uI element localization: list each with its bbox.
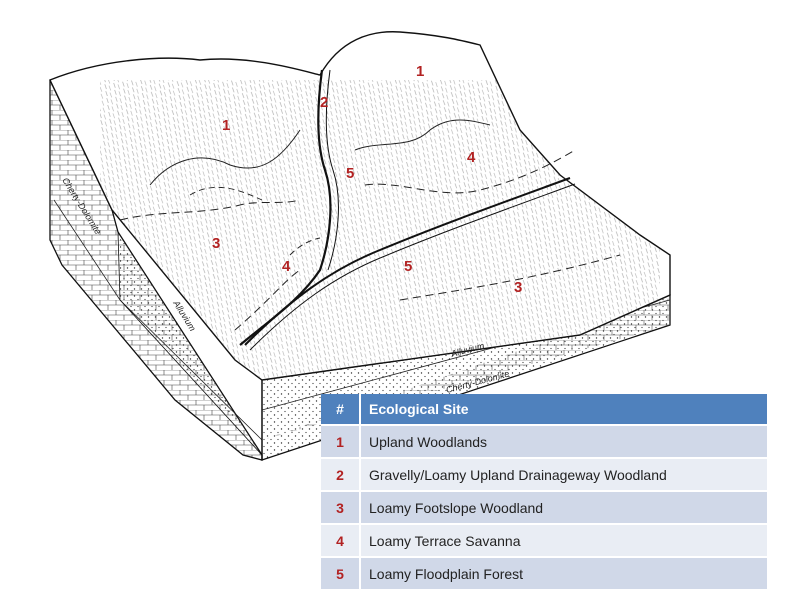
- legend-row-site: Upland Woodlands: [360, 424, 767, 458]
- legend-row-site: Gravelly/Loamy Upland Drainageway Woodla…: [360, 457, 767, 491]
- legend-row-number: 4: [321, 523, 361, 557]
- legend-header-row: # Ecological Site: [321, 394, 767, 425]
- legend-row: 1 Upland Woodlands: [321, 424, 767, 458]
- site-label: 4: [282, 258, 291, 275]
- site-label: 1: [222, 117, 230, 134]
- site-labels: 1 1 2 3 3 4 4 5 5: [212, 63, 522, 296]
- legend-row-number: 3: [321, 490, 361, 524]
- ecological-site-legend: # Ecological Site 1 Upland Woodlands 2 G…: [321, 394, 767, 589]
- legend-row: 2 Gravelly/Loamy Upland Drainageway Wood…: [321, 457, 767, 491]
- site-label: 5: [346, 165, 354, 182]
- site-label: 5: [404, 258, 412, 275]
- legend-row-site: Loamy Floodplain Forest: [360, 556, 767, 589]
- legend-row-site: Loamy Terrace Savanna: [360, 523, 767, 557]
- legend-row-number: 1: [321, 424, 361, 458]
- site-label: 3: [212, 235, 220, 252]
- legend-row: 4 Loamy Terrace Savanna: [321, 523, 767, 557]
- site-label: 4: [467, 149, 476, 166]
- legend-row-number: 5: [321, 556, 361, 589]
- legend-row-number: 2: [321, 457, 361, 491]
- legend-row: 5 Loamy Floodplain Forest: [321, 556, 767, 589]
- site-label: 3: [514, 279, 522, 296]
- legend-row: 3 Loamy Footslope Woodland: [321, 490, 767, 524]
- left-side-face: [49, 79, 263, 461]
- legend-header-number: #: [321, 394, 361, 425]
- site-label: 2: [320, 94, 328, 111]
- legend-row-site: Loamy Footslope Woodland: [360, 490, 767, 524]
- legend-header-site: Ecological Site: [360, 394, 767, 425]
- site-label: 1: [416, 63, 424, 80]
